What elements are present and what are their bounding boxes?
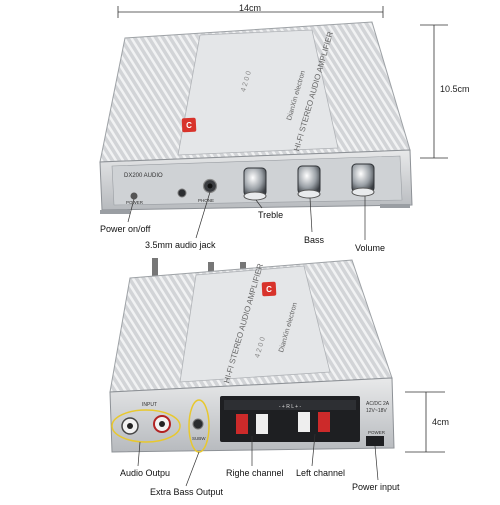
top-amplifier: C xyxy=(99,21,413,214)
front-power-label: POWER xyxy=(126,200,144,205)
right-channel-callout: Righe channel xyxy=(226,468,284,478)
volume-knob xyxy=(351,163,375,197)
ac-label: AC/DC 2A xyxy=(366,401,390,407)
width-dimension-label: 14cm xyxy=(239,3,262,13)
voltage-label: 12V~18V xyxy=(366,408,387,414)
subw-label: SUBW xyxy=(192,436,206,441)
volume-callout: Volume xyxy=(355,243,386,253)
audio-output-callout: Audio Outpu xyxy=(120,468,171,478)
power-onoff-callout: Power on/off xyxy=(100,224,151,234)
speaker-header-label: - + R L + - xyxy=(279,404,302,410)
top-leader-lines xyxy=(127,191,366,240)
audio-jack-callout: 3.5mm audio jack xyxy=(145,240,216,250)
height-bottom-dimension-label: 4cm xyxy=(432,417,450,427)
dimension-width xyxy=(117,6,384,18)
bottom-amplifier: C xyxy=(109,258,395,453)
height-top-dimension-label: 10.5cm xyxy=(440,84,470,94)
treble-callout: Treble xyxy=(258,210,284,220)
svg-text:C: C xyxy=(186,121,192,130)
bass-knob xyxy=(297,165,321,199)
extra-bass-callout: Extra Bass Output xyxy=(150,487,224,497)
input-label: INPUT xyxy=(142,402,157,408)
power-input-callout: Power input xyxy=(352,482,400,492)
front-model-label: DX200 AUDIO xyxy=(124,173,163,179)
dimension-height-bottom xyxy=(405,391,445,453)
dimension-height-top xyxy=(420,24,448,159)
bass-callout: Bass xyxy=(304,235,325,245)
left-channel-callout: Left channel xyxy=(296,468,346,478)
speaker-terminals xyxy=(236,412,330,434)
power-label: POWER xyxy=(368,430,386,435)
front-phone-label: PHONE xyxy=(198,198,214,203)
treble-knob xyxy=(243,167,267,201)
svg-text:C: C xyxy=(266,285,272,294)
bottom-leader-lines xyxy=(137,433,379,487)
